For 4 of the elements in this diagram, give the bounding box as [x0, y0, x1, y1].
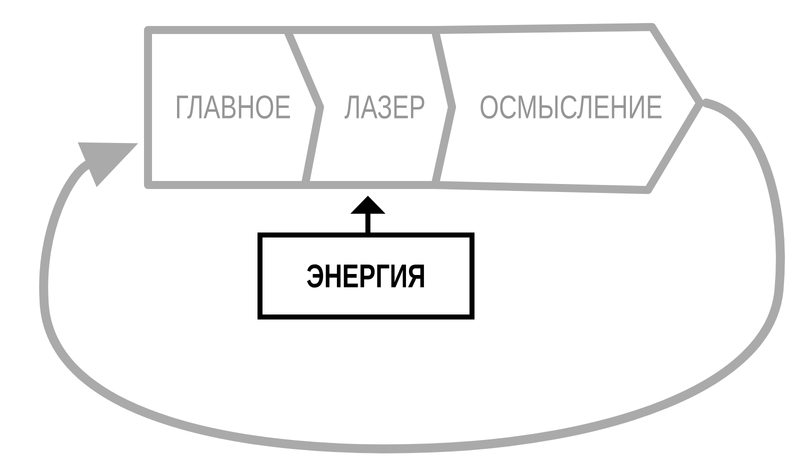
chevron-segment: ОСМЫСЛЕНИЕ — [431, 23, 704, 194]
label-box: ЭНЕРГИЯ — [258, 232, 474, 320]
curved-arrow — [39, 98, 785, 454]
chevron-segment: ГЛАВНОЕ — [144, 26, 324, 189]
